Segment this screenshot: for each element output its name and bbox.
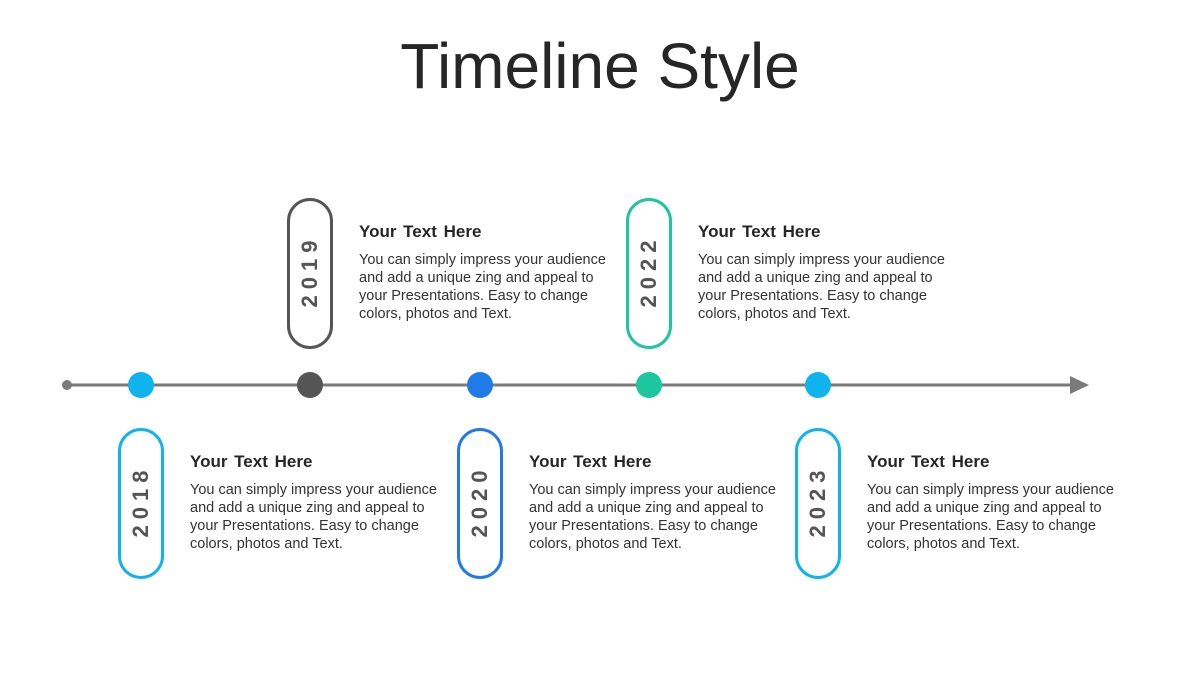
milestone-text-2018: Your Text Here You can simply impress yo… [190,452,440,553]
year-pill-2022: 2022 [626,198,672,349]
milestone-dot-2019 [297,372,323,398]
milestone-dot-2023 [805,372,831,398]
milestone-heading: Your Text Here [698,222,821,241]
milestone-body: You can simply impress your audience and… [867,482,1114,552]
axis-arrow-head [1070,376,1089,394]
year-label: 2020 [467,464,492,537]
milestone-dot-2018 [128,372,154,398]
year-pill-2018: 2018 [118,428,164,579]
milestone-text-2023: Your Text Here You can simply impress yo… [867,452,1117,553]
year-label: 2022 [636,234,661,307]
milestone-heading: Your Text Here [867,452,990,471]
milestone-dot-2022 [636,372,662,398]
milestone-body: You can simply impress your audience and… [359,252,606,322]
milestone-body: You can simply impress your audience and… [529,482,776,552]
year-label: 2018 [128,464,153,537]
year-pill-2019: 2019 [287,198,333,349]
milestone-heading: Your Text Here [359,222,482,241]
milestone-text-2020: Your Text Here You can simply impress yo… [529,452,779,553]
milestone-body: You can simply impress your audience and… [698,252,945,322]
year-label: 2019 [297,234,322,307]
milestone-heading: Your Text Here [190,452,313,471]
milestone-text-2019: Your Text Here You can simply impress yo… [359,222,609,323]
milestone-text-2022: Your Text Here You can simply impress yo… [698,222,948,323]
milestone-heading: Your Text Here [529,452,652,471]
year-pill-2023: 2023 [795,428,841,579]
year-pill-2020: 2020 [457,428,503,579]
page-title: Timeline Style [400,30,800,102]
milestone-dot-2020 [467,372,493,398]
milestone-body: You can simply impress your audience and… [190,482,437,552]
year-label: 2023 [805,464,830,537]
